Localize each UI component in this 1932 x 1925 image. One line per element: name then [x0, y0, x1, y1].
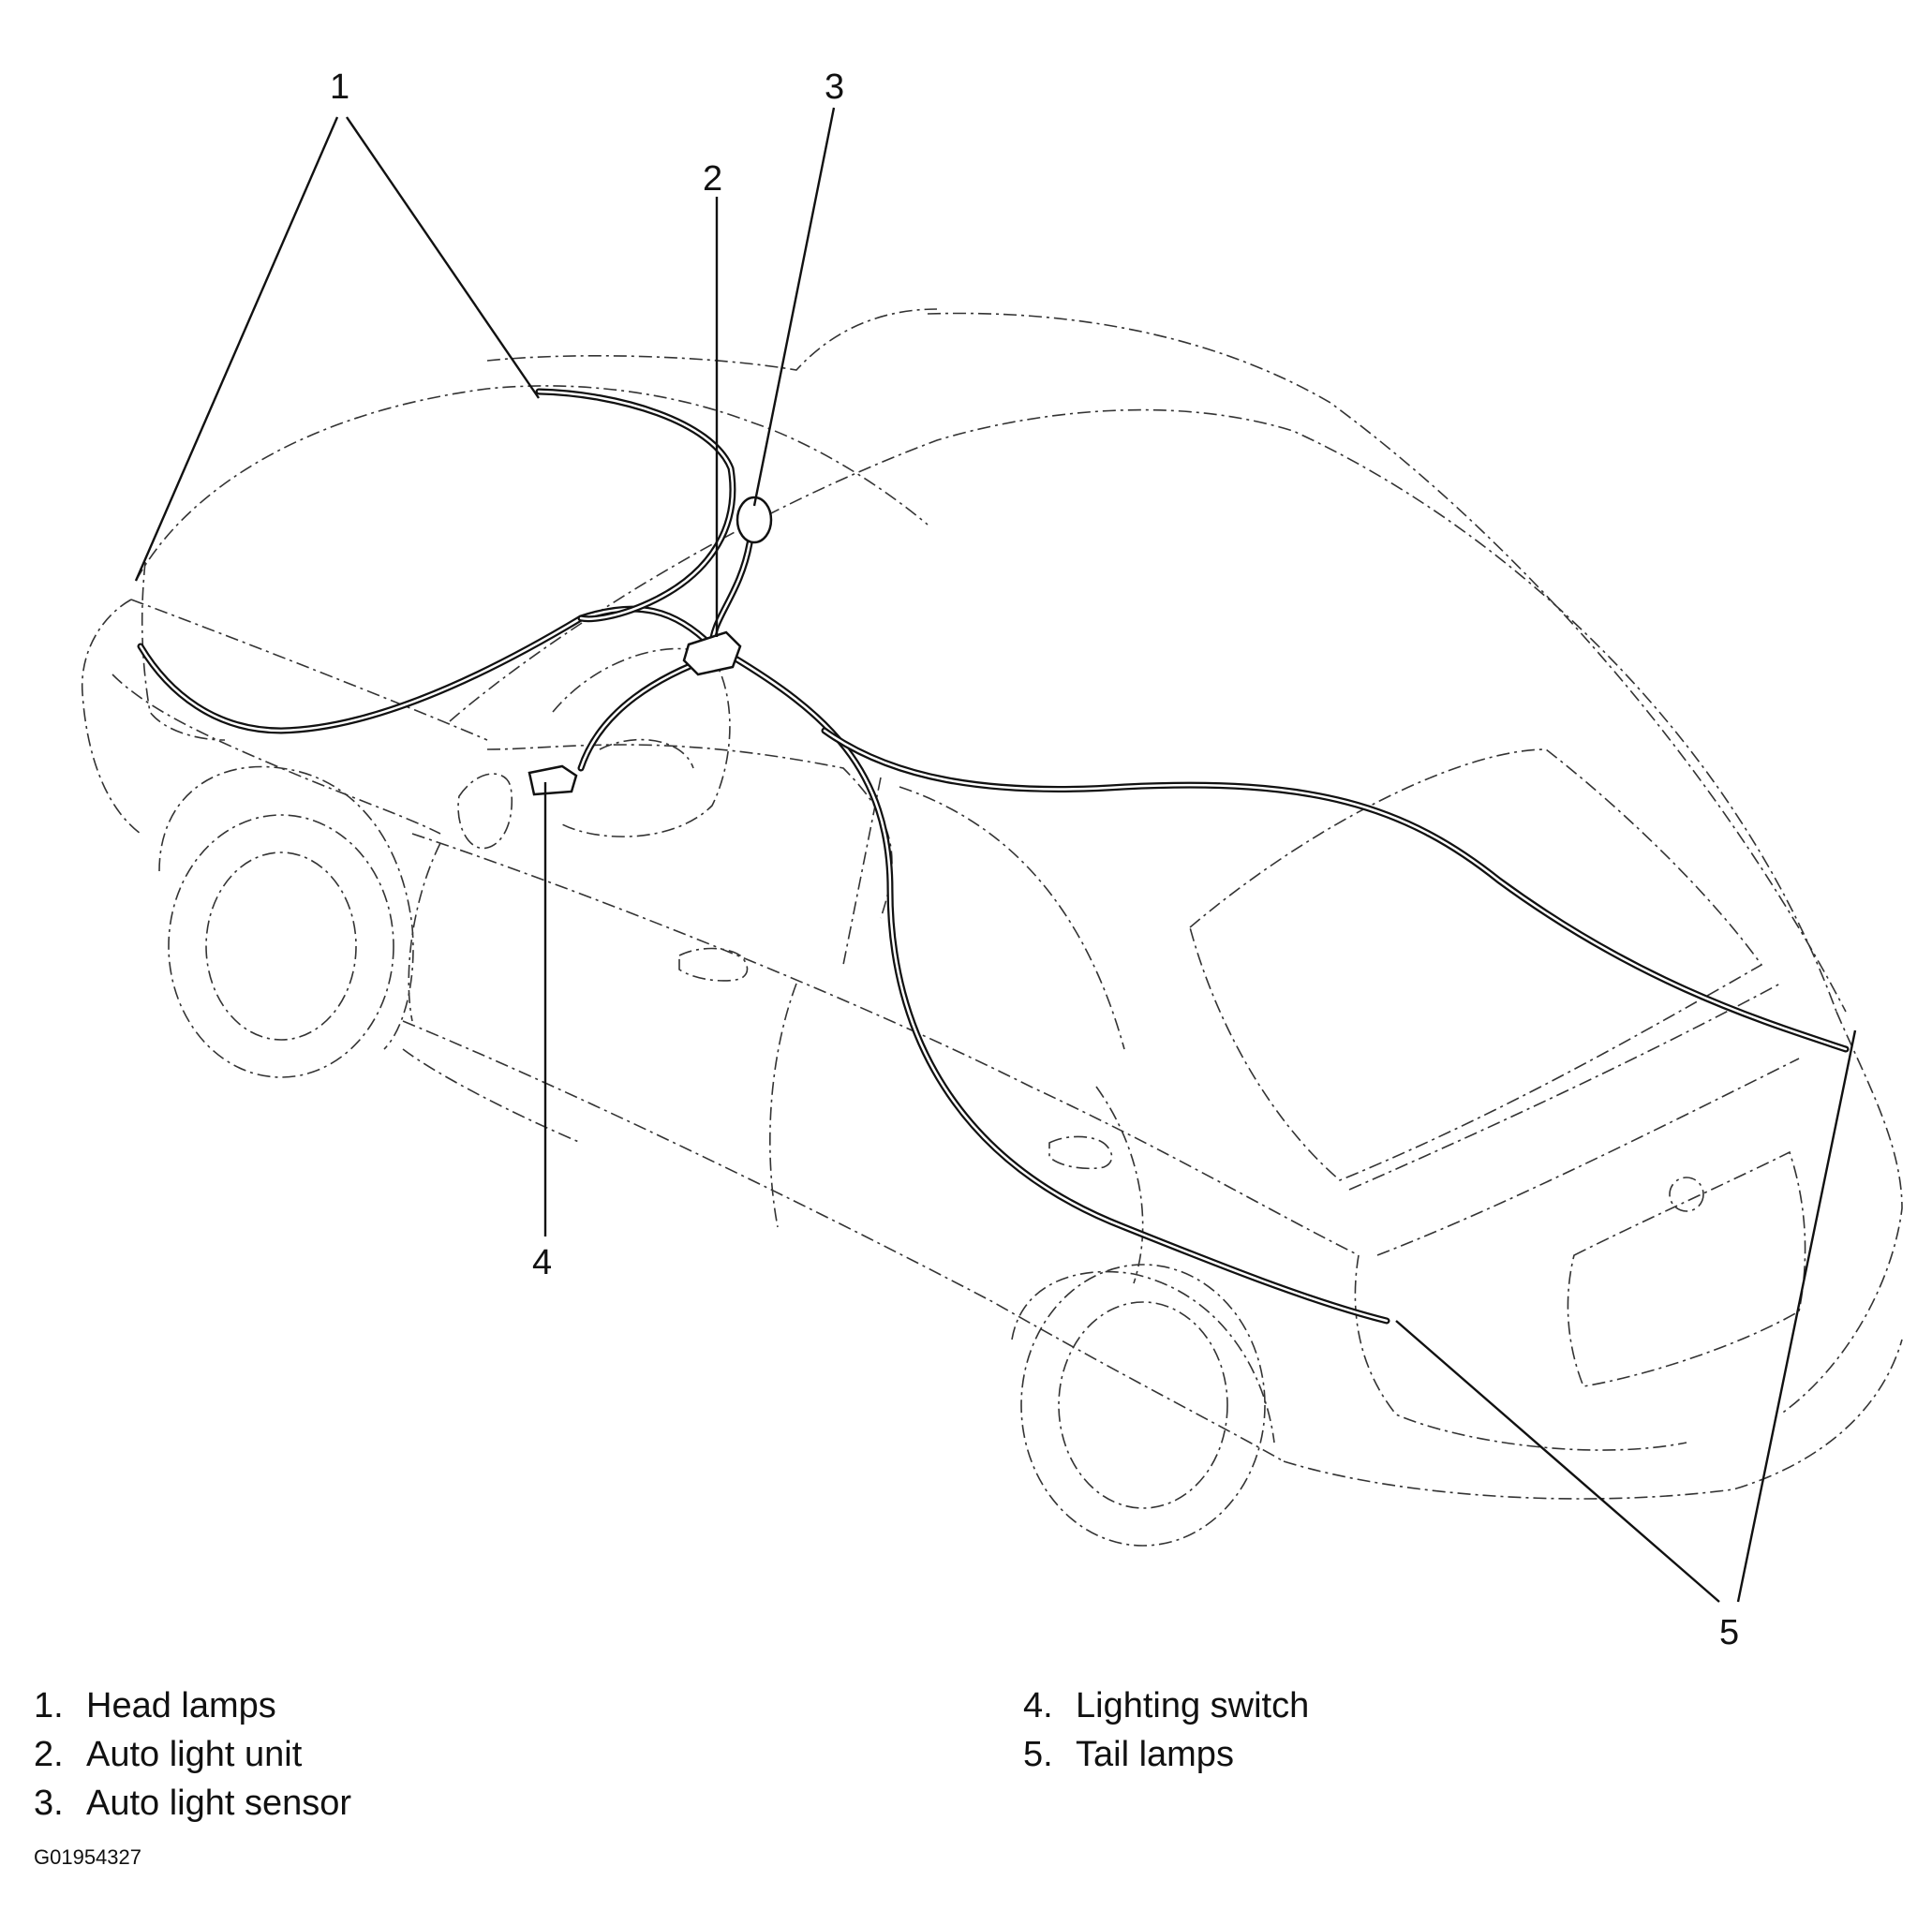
callout-head-lamps: 1	[330, 67, 349, 107]
legend-left-column: 1. Head lamps 2. Auto light unit 3. Auto li…	[34, 1681, 351, 1828]
callout-lighting-switch: 4	[532, 1243, 552, 1282]
callout-auto-light-sensor: 3	[825, 67, 844, 107]
legend-label: Auto light unit	[86, 1735, 303, 1774]
legend-item: 3. Auto light sensor	[34, 1779, 351, 1828]
leader-lines	[134, 107, 1857, 1603]
legend-label: Auto light sensor	[86, 1784, 352, 1823]
legend-label: Lighting switch	[1076, 1686, 1310, 1725]
legend-number: 2.	[34, 1735, 64, 1774]
legend-number: 4.	[1023, 1686, 1053, 1725]
legend-item: 4. Lighting switch	[1023, 1681, 1309, 1730]
legend-right-column: 4. Lighting switch 5. Tail lamps	[1023, 1681, 1309, 1779]
legend-number: 5.	[1023, 1735, 1053, 1774]
legend-label: Tail lamps	[1076, 1735, 1234, 1774]
legend-item: 2. Auto light unit	[34, 1730, 351, 1779]
auto-light-sensor-part	[736, 496, 773, 544]
figure-code: G01954327	[34, 1845, 141, 1869]
lighting-switch-part	[528, 764, 578, 796]
legend-number: 3.	[34, 1784, 64, 1823]
legend-item: 5. Tail lamps	[1023, 1730, 1309, 1779]
legend-label: Head lamps	[86, 1686, 276, 1725]
legend-item: 1. Head lamps	[34, 1681, 351, 1730]
callout-tail-lamps: 5	[1719, 1613, 1739, 1652]
car-body-outline	[81, 308, 1903, 1547]
legend-number: 1.	[34, 1686, 64, 1725]
auto-light-unit-part	[682, 630, 742, 676]
callout-auto-light-unit: 2	[703, 159, 722, 199]
wiring-harness	[137, 388, 1850, 1325]
